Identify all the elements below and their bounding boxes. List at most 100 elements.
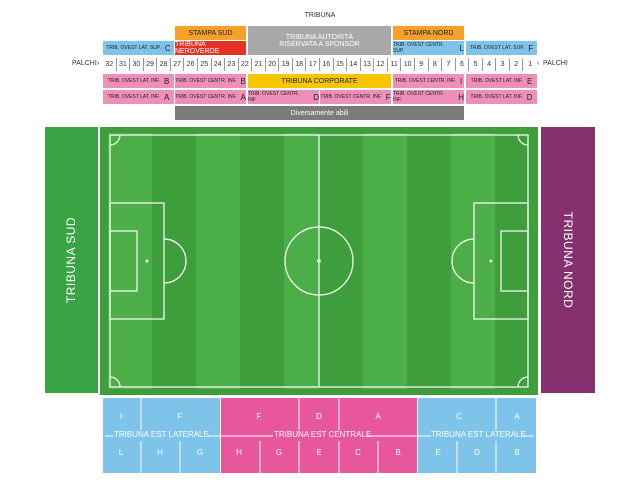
tribuna-corporate-sector[interactable]: TRIBUNA CORPORATE	[248, 74, 391, 88]
sector-letter: G	[275, 448, 283, 457]
palco-number[interactable]: 6	[456, 58, 470, 71]
palco-number[interactable]: 18	[293, 58, 307, 71]
tribuna-autorita-label: TRIBUNA AUTORITÀ	[285, 33, 354, 41]
stampa-nord-sector[interactable]: STAMPA NORD	[393, 26, 464, 40]
palco-number[interactable]: 7	[442, 58, 456, 71]
trib-ovest-centr-inf-h[interactable]: TRIB. OVEST CENTR. INF. H	[393, 90, 464, 104]
palchi-left-arrow: ›	[97, 60, 100, 67]
row2-5-letter: D	[526, 92, 533, 102]
sector-letter: D	[316, 412, 322, 421]
row1-3-label: TRIB. OVEST CENTR. INF.	[394, 78, 457, 84]
trib-ovest-lat-sup-c-label: TRIB. OVEST LAT. SUP.	[106, 45, 161, 51]
trib-ovest-lat-inf-a[interactable]: TRIB. OVEST LAT. INF. A	[103, 90, 174, 104]
tribuna-label: TRIBUNA	[304, 12, 336, 19]
trib-ovest-centr-sup-l[interactable]: TRIB. OVEST CENTR. SUP. L	[393, 41, 464, 55]
sector-letter: I	[119, 412, 123, 421]
sector-letter: E	[316, 448, 322, 457]
est-laterale-right-label: TRIBUNA EST LATERALE	[431, 430, 526, 439]
trib-ovest-centr-sup-l-label: TRIB. OVEST CENTR. SUP.	[393, 42, 445, 54]
palco-number[interactable]: 23	[225, 58, 239, 71]
diversamente-abili-sector[interactable]: Diversamente abili	[175, 106, 464, 120]
stampa-nord-label: STAMPA NORD	[403, 29, 454, 37]
tribuna-sud-label: TRIBUNA SUD	[64, 216, 78, 304]
row2-5-label: TRIB. OVEST LAT. INF.	[470, 94, 523, 100]
trib-ovest-centr-inf-b[interactable]: TRIB. OVEST CENTR. INF. B	[175, 74, 246, 88]
sector-letter: A	[514, 412, 520, 421]
palco-number[interactable]: 29	[144, 58, 158, 71]
sector-letter: E	[435, 448, 441, 457]
row1-0-label: TRIB. OVEST LAT. INF.	[107, 78, 160, 84]
tribuna-autorita-sub-label: RISERVATA A SPONSOR	[279, 40, 360, 48]
palco-number[interactable]: 4	[483, 58, 497, 71]
football-pitch	[100, 127, 538, 395]
palco-number[interactable]: 20	[266, 58, 280, 71]
trib-ovest-lat-sup-c[interactable]: TRIB. OVEST LAT. SUP. C	[103, 41, 174, 55]
trib-ovest-centr-inf-d[interactable]: TRIB. OVEST CENTR. INF. D	[248, 90, 319, 104]
trib-ovest-centr-inf-i[interactable]: TRIB. OVEST CENTR. INF. I	[393, 74, 464, 88]
palco-number[interactable]: 32	[103, 58, 117, 71]
palco-number[interactable]: 30	[130, 58, 144, 71]
row2-0-label: TRIB. OVEST LAT. INF.	[107, 94, 160, 100]
pitch-stripes	[108, 133, 495, 389]
palco-number[interactable]: 26	[184, 58, 198, 71]
palco-number[interactable]: 25	[198, 58, 212, 71]
palco-number[interactable]: 3	[496, 58, 510, 71]
trib-ovest-centr-inf-f[interactable]: TRIB. OVEST CENTR. INF. F	[320, 90, 391, 104]
sector-letter: F	[256, 412, 262, 421]
row1-1-label: TRIB. OVEST CENTR. INF.	[175, 78, 237, 84]
row1-3-letter: I	[460, 76, 463, 86]
palco-number[interactable]: 9	[415, 58, 429, 71]
palco-number[interactable]: 14	[347, 58, 361, 71]
palco-number[interactable]: 19	[279, 58, 293, 71]
sector-letter: B	[395, 448, 401, 457]
palco-number[interactable]: 13	[361, 58, 375, 71]
palco-number[interactable]: 16	[320, 58, 334, 71]
palco-number[interactable]: 28	[157, 58, 171, 71]
tribuna-sud-stand[interactable]: TRIBUNA SUD	[45, 127, 98, 393]
palco-number[interactable]: 17	[306, 58, 320, 71]
trib-ovest-centr-inf-a[interactable]: TRIB. OVEST CENTR. INF. A	[175, 90, 246, 104]
palco-number[interactable]: 12	[374, 58, 388, 71]
palco-number[interactable]: 15	[334, 58, 348, 71]
row1-4-label: TRIB. OVEST LAT. INF.	[470, 78, 523, 84]
palchi-left-label: PALCHI	[72, 60, 97, 67]
trib-ovest-lat-sup-f[interactable]: TRIB. OVEST LAT. SUP. F	[466, 41, 537, 55]
palco-number[interactable]: 27	[171, 58, 185, 71]
trib-ovest-lat-inf-b[interactable]: TRIB. OVEST LAT. INF. B	[103, 74, 174, 88]
palco-number[interactable]: 5	[469, 58, 483, 71]
row2-4-label: TRIB. OVEST CENTR. INF.	[393, 91, 445, 103]
palco-number[interactable]: 2	[510, 58, 524, 71]
palco-number[interactable]: 24	[212, 58, 226, 71]
sector-letter: H	[157, 448, 163, 457]
trib-ovest-lat-sup-f-letter: F	[528, 43, 534, 53]
palco-number[interactable]: 11	[388, 58, 402, 71]
palco-number[interactable]: 10	[401, 58, 415, 71]
palco-number[interactable]: 22	[239, 58, 253, 71]
trib-ovest-lat-sup-c-letter: C	[164, 43, 171, 53]
trib-ovest-lat-inf-e[interactable]: TRIB. OVEST LAT. INF. E	[466, 74, 537, 88]
tribuna-corporate-label: TRIBUNA CORPORATE	[281, 77, 358, 85]
stampa-sud-label: STAMPA SUD	[188, 29, 233, 37]
tribuna-est-laterale-right[interactable]	[418, 398, 536, 473]
palco-number[interactable]: 31	[117, 58, 131, 71]
trib-ovest-lat-inf-d[interactable]: TRIB. OVEST LAT. INF. D	[466, 90, 537, 104]
tribuna-autorita-sector[interactable]: TRIBUNA AUTORITÀ RISERVATA A SPONSOR	[248, 26, 391, 55]
sector-letter: H	[236, 448, 242, 457]
row2-3-label: TRIB. OVEST CENTR. INF.	[320, 94, 382, 100]
est-centrale-label: TRIBUNA EST CENTRALE	[274, 430, 372, 439]
palco-number[interactable]: 21	[252, 58, 266, 71]
tribuna-neroverde-sector[interactable]: TRIBUNA NEROVERDE	[175, 41, 246, 55]
row2-1-letter: A	[240, 92, 246, 102]
sector-letter: F	[177, 412, 183, 421]
tribuna-est-laterale-left[interactable]	[103, 398, 220, 473]
palco-number[interactable]: 1	[528, 61, 533, 68]
est-laterale-left-label: TRIBUNA EST LATERALE	[114, 430, 209, 439]
palchi-right-label: PALCHI	[543, 60, 568, 67]
tribuna-nord-stand[interactable]: TRIBUNA NORD	[541, 127, 595, 393]
row1-0-letter: B	[163, 76, 170, 86]
palco-number[interactable]: 8	[429, 58, 443, 71]
sector-letter: G	[196, 448, 204, 457]
tribuna-neroverde-label: TRIBUNA NEROVERDE	[175, 41, 220, 55]
row1-4-letter: E	[526, 76, 533, 86]
stampa-sud-sector[interactable]: STAMPA SUD	[175, 26, 246, 40]
